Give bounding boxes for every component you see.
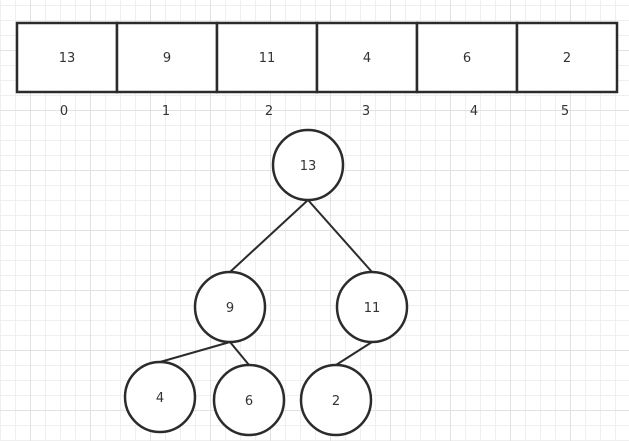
tree-node: [335, 270, 409, 344]
array-index-label: 1: [162, 104, 170, 119]
array-cell: [515, 21, 619, 94]
tree-node-label: 13: [300, 159, 317, 174]
array-index-label: 0: [60, 104, 68, 119]
array-cell-value: 13: [59, 51, 76, 66]
array-cell: [115, 21, 219, 94]
array-cell: [315, 21, 419, 94]
array-index-label: 5: [561, 104, 569, 119]
tree-node: [193, 270, 267, 344]
tree-edge: [229, 341, 250, 366]
tree-edge: [307, 199, 373, 273]
tree-node: [212, 363, 286, 437]
tree-node: [123, 360, 197, 434]
array-cell: [415, 21, 519, 94]
tree-edge: [335, 341, 373, 366]
tree-node-label: 4: [156, 391, 164, 406]
array-cell: [215, 21, 319, 94]
tree-node-label: 9: [226, 301, 234, 316]
tree-node: [299, 363, 373, 437]
tree-node: [271, 128, 345, 202]
tree-edge: [229, 199, 309, 273]
array-index-label: 4: [470, 104, 478, 119]
tree-edge: [159, 341, 231, 363]
array-cell-value: 2: [563, 51, 571, 66]
array-index-label: 2: [265, 104, 273, 119]
tree-node-label: 2: [332, 394, 340, 409]
array-index-label: 3: [362, 104, 370, 119]
tree-node-label: 11: [364, 301, 381, 316]
array-cell-value: 11: [259, 51, 276, 66]
array-cell-value: 6: [463, 51, 471, 66]
array-cell-value: 9: [163, 51, 171, 66]
array-cell-value: 4: [363, 51, 371, 66]
tree-node-label: 6: [245, 394, 253, 409]
array-cell: [15, 21, 119, 94]
